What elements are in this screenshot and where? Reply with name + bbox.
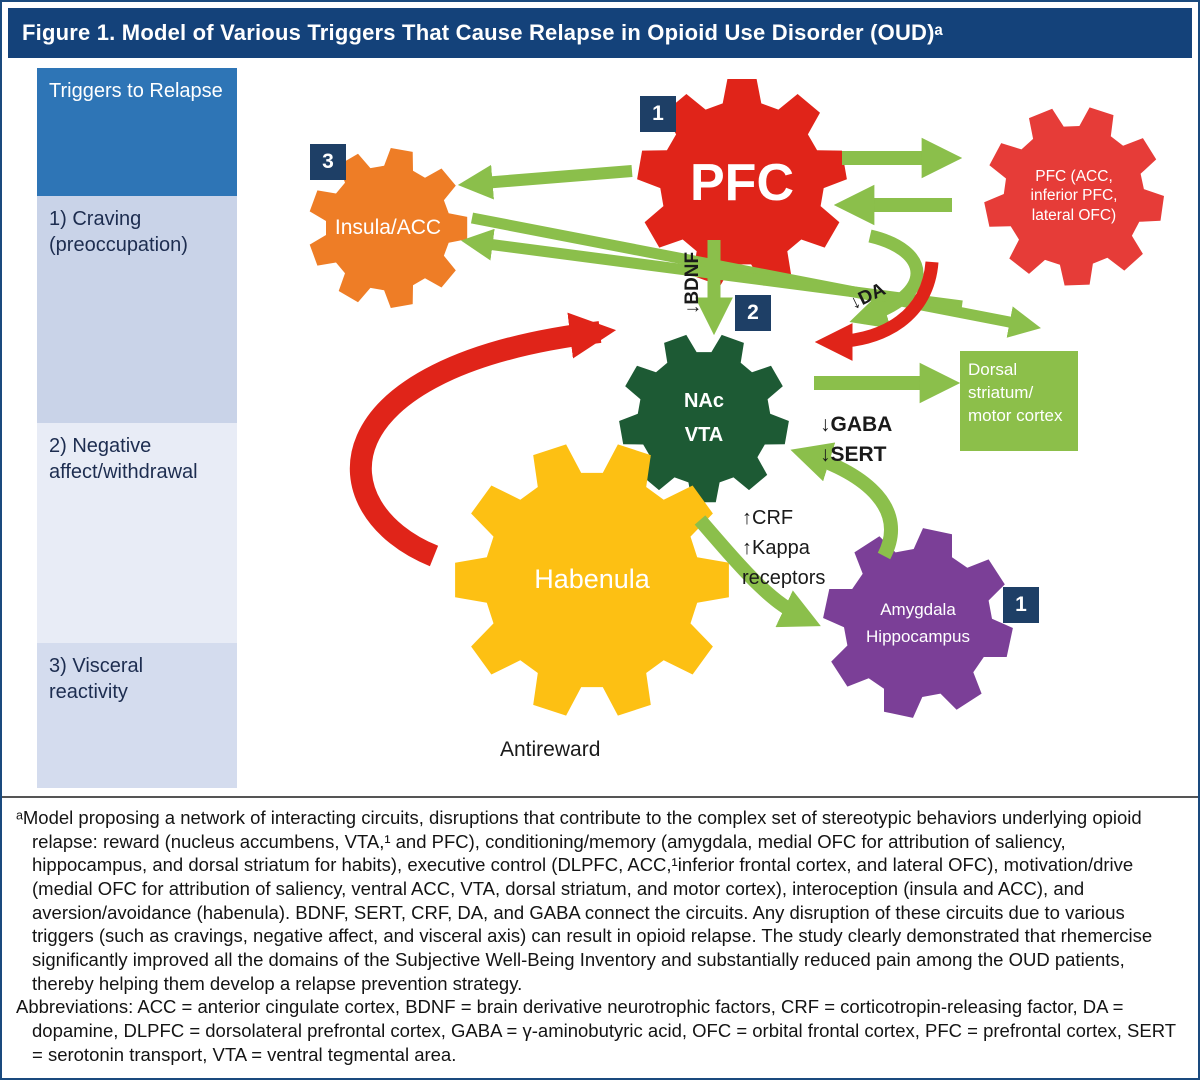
figure-title: Figure 1. Model of Various Triggers That… bbox=[22, 20, 944, 45]
label-sert-line: ↓SERT bbox=[820, 443, 887, 467]
label-gaba-sert: ↓GABA ↓SERT bbox=[820, 410, 892, 471]
gear-icon bbox=[455, 444, 729, 716]
label-crf-line: ↑CRF bbox=[742, 507, 794, 529]
label-crf-kappa: ↑CRF ↑Kappa receptors bbox=[742, 503, 825, 593]
label-receptors-line: receptors bbox=[742, 567, 826, 589]
badge-pfc-1: 1 bbox=[640, 96, 676, 132]
legend-item-negative-affect: 2) Negative affect/withdrawal bbox=[37, 423, 237, 643]
node-habenula: Habenula bbox=[454, 442, 730, 718]
badge-insula-3: 3 bbox=[310, 144, 346, 180]
footnotes: ᵃModel proposing a network of interactin… bbox=[2, 796, 1198, 1072]
label-gaba-line: ↓GABA bbox=[820, 413, 893, 436]
figure-title-bar: Figure 1. Model of Various Triggers That… bbox=[8, 8, 1192, 58]
node-dorsal-striatum: Dorsal striatum/ motor cortex bbox=[960, 351, 1078, 451]
legend-header: Triggers to Relapse bbox=[37, 68, 237, 196]
gear-icon bbox=[984, 107, 1164, 286]
figure-body: Triggers to Relapse 1) Craving (preoccup… bbox=[2, 58, 1198, 796]
gear-icon bbox=[309, 148, 468, 308]
label-bdnf: ↓BDNF bbox=[682, 251, 703, 315]
badge-nac-2: 2 bbox=[735, 295, 771, 331]
legend-item-visceral-reactivity: 3) Visceral reactivity bbox=[37, 643, 237, 788]
figure-model-note: ᵃModel proposing a network of interactin… bbox=[16, 807, 1153, 994]
gear-icon bbox=[823, 528, 1013, 718]
label-antireward: Antireward bbox=[500, 738, 601, 761]
gear-icon bbox=[619, 334, 789, 503]
node-amygdala-hippocampus: Amygdala Hippocampus bbox=[823, 528, 1013, 718]
label-kappa-line: ↑Kappa bbox=[742, 537, 810, 559]
arrow-pfc-to-insula bbox=[457, 164, 633, 200]
badge-amygdala-1: 1 bbox=[1003, 587, 1039, 623]
node-pfc-sub: PFC (ACC, inferior PFC, lateral OFC) bbox=[984, 106, 1164, 286]
triggers-legend: Triggers to Relapse 1) Craving (preoccup… bbox=[37, 68, 237, 788]
figure-abbreviations: Abbreviations: ACC = anterior cingulate … bbox=[16, 996, 1176, 1065]
legend-item-craving: 1) Craving (preoccupation) bbox=[37, 196, 237, 423]
